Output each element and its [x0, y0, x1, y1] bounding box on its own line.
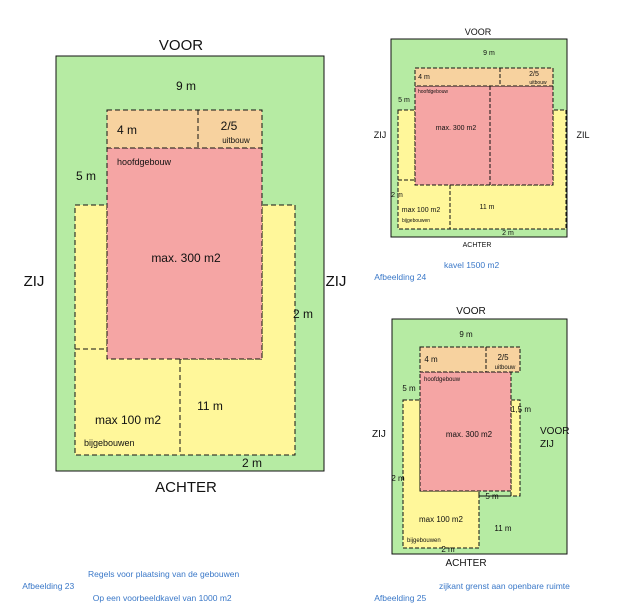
side-label-left: ZIJ: [372, 429, 386, 440]
rear-label: ACHTER: [445, 558, 486, 569]
extension-zone: [419, 346, 521, 373]
extension-ratio: 2/5: [497, 353, 509, 362]
annex-label: bijgebouwen: [402, 218, 430, 224]
extension-ratio: 2/5: [221, 119, 238, 133]
main-building: [419, 371, 512, 492]
main-building-label: hoofdgebouw: [117, 157, 172, 167]
extension-ratio: 2/5: [529, 71, 539, 78]
caption-text: zijkant grenst aan openbare ruimte: [439, 581, 570, 591]
annex-area: max 100 m2: [95, 413, 161, 427]
caption-line-1: Regels voor plaatsing van de gebouwen: [88, 569, 240, 579]
extension-zone: [106, 109, 263, 149]
annex-area: max 100 m2: [402, 207, 441, 214]
annex-depth-dim: 11 m: [479, 204, 494, 211]
main-building-area: max. 300 m2: [436, 125, 477, 132]
main-building-rear-dim: 5 m: [485, 492, 499, 501]
main-building: [106, 147, 263, 360]
rear-setback-dim: 2 m: [441, 545, 455, 554]
extension-label: uitbouw: [495, 365, 516, 371]
figure-25: VOOR ACHTER ZIJ VOOR ZIJ 9 m 4 m 2/5 uit…: [372, 306, 569, 569]
caption-figure-25: Afbeelding 25 zijkant grenst aan openbar…: [370, 580, 570, 616]
caption-figure-23: Afbeelding 23 Regels voor plaatsing van …: [18, 568, 239, 604]
rear-setback-dim: 2 m: [502, 230, 514, 237]
annex-depth-dim: 11 m: [494, 524, 512, 533]
figure-23: VOOR ACHTER ZIJ ZIJ 9 m 4 m 2/5 uitbouw …: [24, 37, 347, 496]
side-label-left: ZIJ: [24, 273, 45, 290]
extension-depth-dim: 4 m: [424, 355, 438, 364]
caption-figure-24: Afbeelding 24 kavel 1500 m2: [370, 259, 499, 295]
side-label-right: ZIJ: [326, 273, 347, 290]
annex-depth-dim: 11 m: [197, 399, 223, 413]
annex-area: max 100 m2: [419, 515, 464, 524]
caption-line-2: Op een voorbeeldkavel van 1000 m2: [92, 593, 232, 603]
caption-text: kavel 1500 m2: [444, 260, 500, 270]
side-offset-dim: 5 m: [398, 97, 410, 104]
main-building-area: max. 300 m2: [446, 430, 493, 439]
annex-label: bijgebouwen: [407, 538, 441, 544]
side-label-right: ZIL: [576, 130, 589, 140]
side-offset-dim: 5 m: [76, 169, 96, 183]
figure-24: VOOR ACHTER ZIJ ZIL 9 m 4 m 2/5 uitbouw …: [374, 27, 590, 249]
public-side-setback-dim: 1,5 m: [511, 405, 531, 414]
extension-label: uitbouw: [222, 136, 250, 145]
caption-number: Afbeelding 23: [22, 581, 75, 591]
side-setback-dim: 2 m: [391, 474, 405, 483]
front-label: VOOR: [456, 306, 485, 317]
side-offset-dim: 5 m: [402, 384, 416, 393]
main-building-label: hoofdgebouw: [418, 89, 448, 95]
main-building-area: max. 300 m2: [151, 251, 221, 265]
side-label-left: ZIJ: [374, 130, 387, 140]
caption-figure-23-line2: Op een voorbeeldkavel van 1000 m2: [88, 580, 232, 604]
extension-label: uitbouw: [529, 80, 547, 86]
rear-setback-dim: 2 m: [242, 456, 262, 470]
annex-label: bijgebouwen: [84, 438, 135, 448]
rear-label: ACHTER: [155, 479, 217, 496]
extension-depth-dim: 4 m: [418, 74, 430, 81]
caption-number: Afbeelding 25: [374, 593, 427, 603]
caption-number: Afbeelding 24: [374, 272, 427, 282]
front-setback-dim: 9 m: [459, 330, 473, 339]
front-setback-dim: 9 m: [483, 50, 495, 57]
extension-depth-dim: 4 m: [117, 123, 137, 137]
front-setback-dim: 9 m: [176, 79, 196, 93]
side-setback-dim: 2 m: [293, 307, 313, 321]
main-building-label: hoofdgebouw: [424, 377, 461, 383]
front-label: VOOR: [465, 27, 492, 37]
extension-zone: [414, 67, 554, 87]
public-side-label: ZIJ: [540, 439, 554, 450]
public-front-label: VOOR: [540, 426, 569, 437]
side-setback-dim: 2 m: [391, 192, 403, 199]
main-building: [414, 85, 554, 186]
rear-label: ACHTER: [463, 242, 492, 249]
front-label: VOOR: [159, 37, 203, 54]
